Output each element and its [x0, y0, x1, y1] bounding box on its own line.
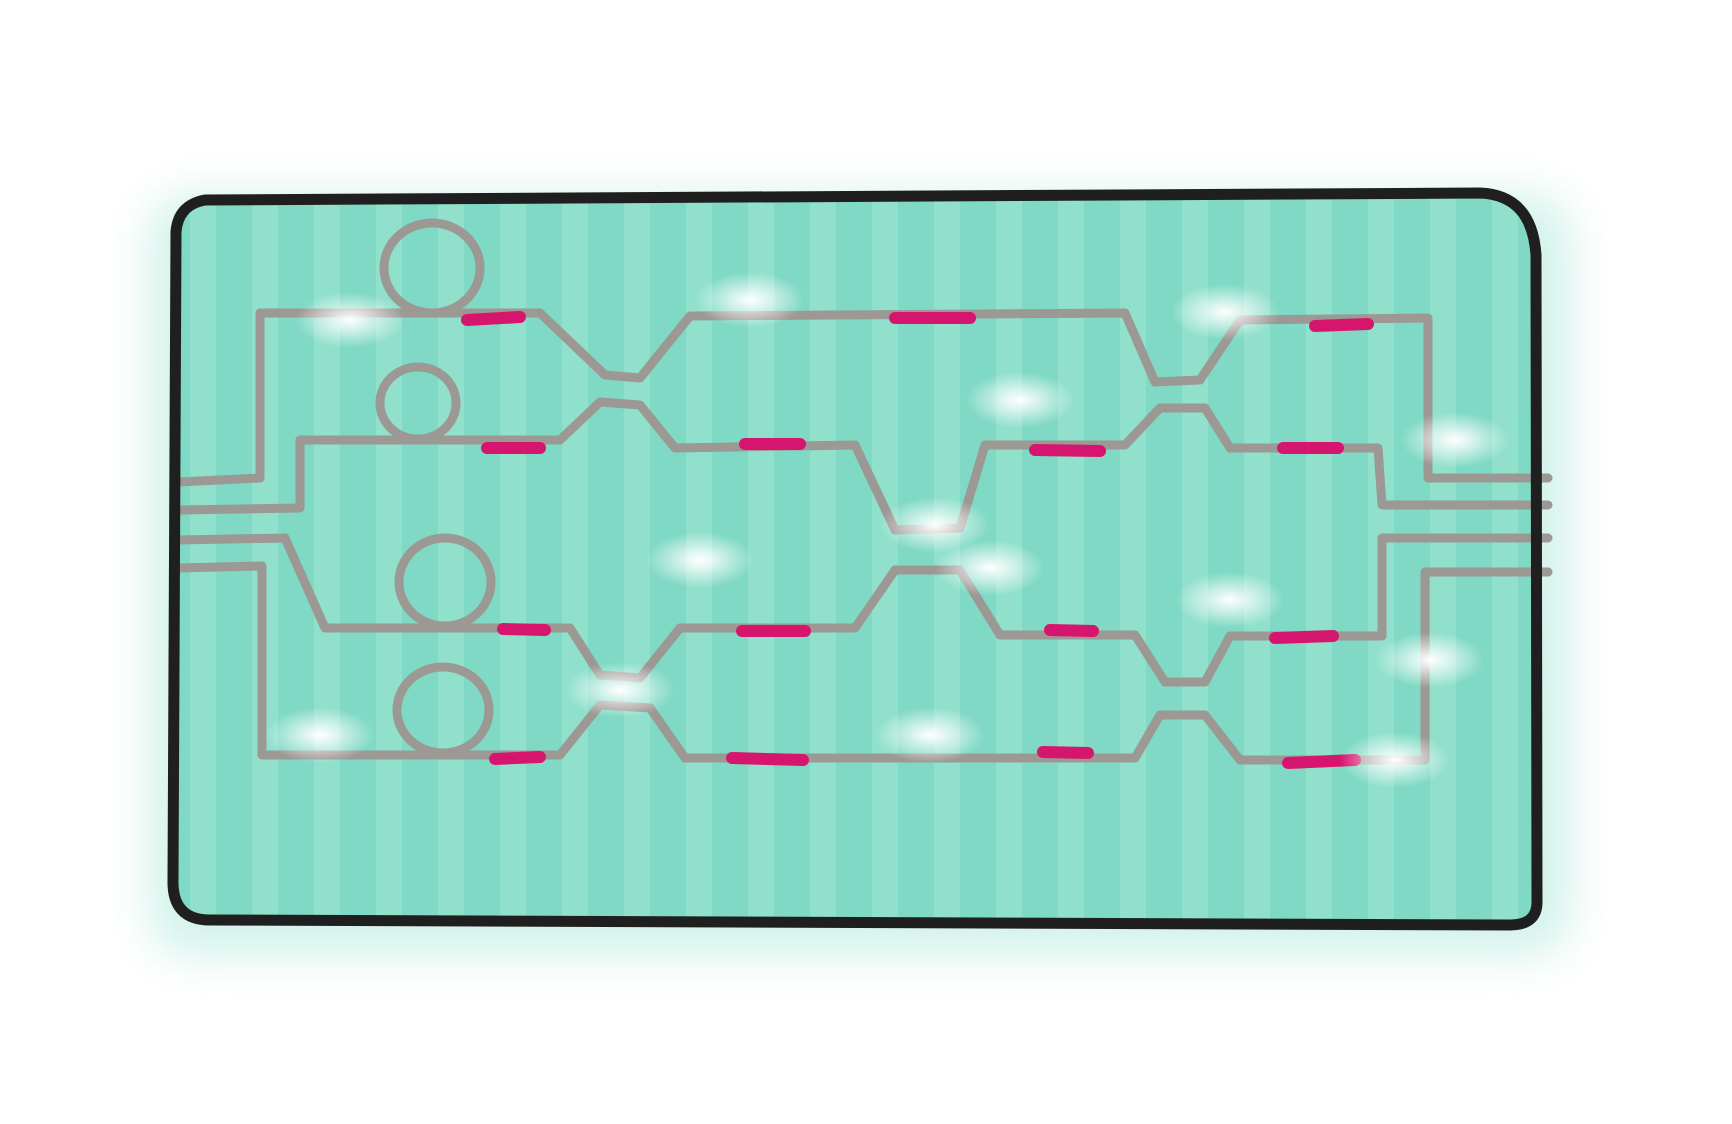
phase-shifter [1029, 444, 1106, 457]
sparkle [565, 662, 675, 718]
substrate-stripe [1058, 193, 1084, 925]
sparkle [695, 272, 805, 328]
phase-shifter [461, 311, 526, 326]
sparkle [1175, 572, 1285, 628]
phase-shifter [1037, 746, 1094, 759]
substrate-stripe [190, 193, 216, 925]
substrate-stripe [1430, 193, 1456, 925]
sparkle [1340, 732, 1450, 788]
sparkle-highlights [265, 272, 1510, 788]
ring-resonator-1 [379, 218, 485, 318]
phase-shifter [489, 751, 546, 765]
ring-resonator-2 [375, 362, 461, 444]
sparkle [965, 372, 1075, 428]
phase-shifter [1044, 624, 1099, 637]
sparkle [1375, 632, 1485, 688]
sparkle [265, 707, 375, 763]
substrate-stripe [810, 193, 836, 925]
substrate-stripe [1492, 193, 1518, 925]
sparkle [935, 540, 1045, 596]
substrate-stripe [252, 193, 278, 925]
waveguide-row-1 [535, 308, 1553, 483]
substrate-stripe [562, 193, 588, 925]
substrate-stripe [1120, 193, 1146, 925]
substrate-stripe [872, 193, 898, 925]
sparkle [880, 497, 990, 553]
sparkle [645, 532, 755, 588]
substrate-stripe [500, 193, 526, 925]
chip-border [167, 187, 1543, 931]
sparkle [1170, 284, 1280, 340]
phase-shifter [1309, 318, 1374, 332]
ring-resonator-3 [394, 533, 496, 631]
sparkle [1400, 412, 1510, 468]
phase-shifter [497, 623, 551, 636]
phase-shifter [726, 752, 809, 766]
input-waveguide-4 [173, 561, 565, 760]
sparkle [875, 707, 985, 763]
ring-resonator-4 [392, 662, 494, 758]
substrate-stripe [1306, 193, 1332, 925]
phase-shifter [1269, 630, 1339, 644]
sparkle [295, 292, 405, 348]
phase-shifter-group [461, 311, 1374, 769]
